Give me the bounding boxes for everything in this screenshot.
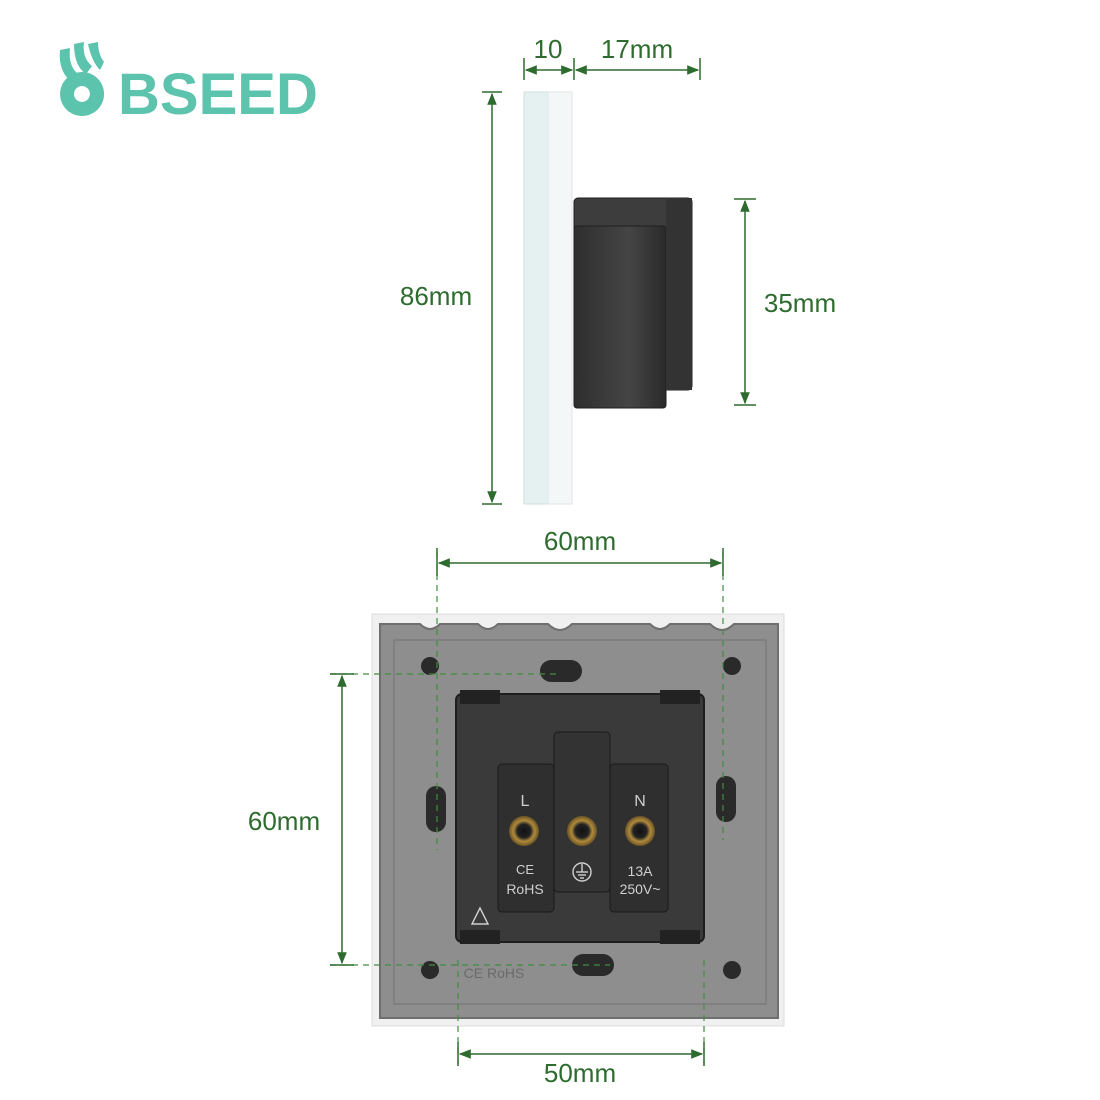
module-edge [666, 198, 692, 390]
terminal-neutral-label: N [634, 793, 646, 810]
bottom-width-label: 50mm [544, 1058, 616, 1088]
brand-logo: BSEED [59, 42, 318, 127]
depth-front-label: 10 [534, 34, 563, 64]
mount-hole-tl [421, 657, 439, 675]
socket-clip-tl [460, 690, 500, 704]
left-height-label: 60mm [248, 806, 320, 836]
terminal-earth-screw [567, 816, 597, 846]
mount-hole-tr [723, 657, 741, 675]
earth-ground-icon [572, 862, 592, 882]
mount-hole-bl [421, 961, 439, 979]
mount-hole-br [723, 961, 741, 979]
height-label: 86mm [400, 281, 472, 311]
terminal-neutral-screw [625, 816, 655, 846]
socket-clip-br [660, 930, 700, 944]
frame-mark: CE RoHS [464, 965, 525, 981]
glass-panel-front [523, 91, 549, 505]
brand-name: BSEED [118, 62, 318, 127]
marking-ce: CE [516, 862, 534, 877]
recycle-triangle-icon [470, 906, 490, 925]
marking-voltage: 250V~ [620, 881, 661, 897]
marking-rohs: RoHS [506, 881, 543, 897]
slot-right [716, 776, 736, 822]
module-body-front [573, 225, 667, 409]
slot-bottom [572, 954, 614, 976]
socket-clip-bl [460, 930, 500, 944]
glass-panel-back [547, 91, 573, 505]
depth-back-label: 17mm [601, 34, 673, 64]
back-view: L N CE RoHS 13A 250V~ CE RoHS [248, 526, 785, 1088]
terminal-live-label: L [521, 793, 530, 810]
socket-clip-tr [660, 690, 700, 704]
terminal-live-screw [509, 816, 539, 846]
side-view: 10 17mm 86mm 35mm [400, 34, 836, 505]
marking-current: 13A [628, 863, 654, 879]
top-width-label: 60mm [544, 526, 616, 556]
frame-inner-bevel [393, 639, 767, 1005]
slot-top [540, 660, 582, 682]
slot-left [426, 786, 446, 832]
module-height-label: 35mm [764, 288, 836, 318]
bunny-ears-logo-icon [59, 42, 105, 116]
